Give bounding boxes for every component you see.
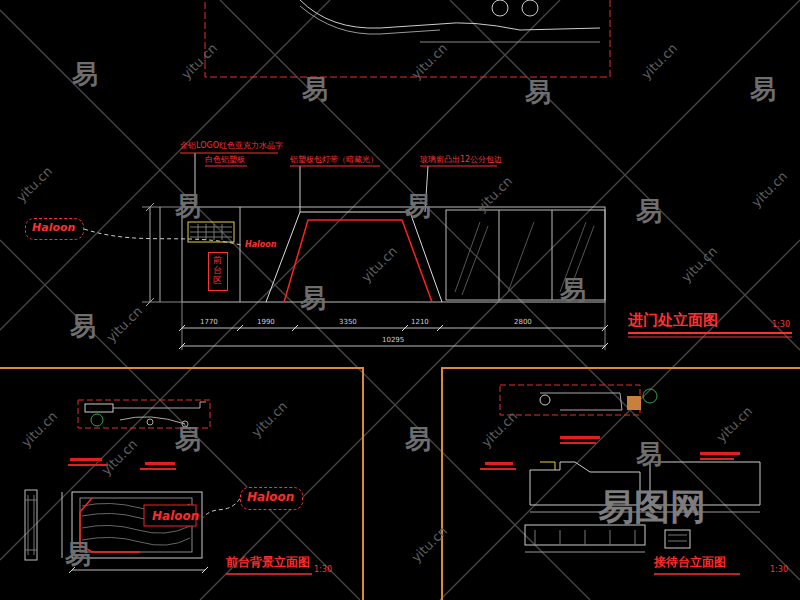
logo-callout: Haloon xyxy=(240,487,303,510)
watermark-char: 易 xyxy=(300,284,326,314)
watermark-url: yitu.cn xyxy=(359,244,401,286)
watermark-url: yitu.cn xyxy=(249,399,291,441)
dimension-text: 1990 xyxy=(257,318,275,326)
entrance-elevation xyxy=(142,153,792,350)
scale-text: 1:30 xyxy=(770,565,788,574)
dimension-text: 1770 xyxy=(200,318,218,326)
watermark-char: 易 xyxy=(636,440,662,470)
leader-curve xyxy=(84,229,243,246)
watermark-char: 易 xyxy=(750,75,776,105)
logo-callout: Haloon xyxy=(25,218,84,240)
reception-desk-elevation xyxy=(480,385,760,574)
annotation-text: 金铝LOGO红色亚克力水晶字 xyxy=(180,141,283,150)
dimension-text: 2800 xyxy=(514,318,532,326)
leader-curve xyxy=(203,499,240,518)
dimension-text: 1210 xyxy=(411,318,429,326)
annotation-text: 铝塑板包灯带（暗藏光） xyxy=(290,155,378,164)
watermark-char: 易 xyxy=(525,78,551,108)
watermark-url: yitu.cn xyxy=(99,437,141,479)
node-text: Haloon xyxy=(152,510,199,524)
reception-back-elevation xyxy=(25,400,312,574)
watermark-char: 易 xyxy=(405,425,431,455)
watermark-url: yitu.cn xyxy=(409,524,451,566)
watermark-url: yitu.cn xyxy=(19,409,61,451)
watermark-url: yitu.cn xyxy=(104,304,146,346)
scale-text: 1:30 xyxy=(772,320,790,329)
sign-box: 前台区 xyxy=(208,252,228,291)
view-panel: 前台背景立面图HaloonHaloon xyxy=(0,367,364,600)
watermark-url: yitu.cn xyxy=(749,169,791,211)
watermark-url: yitu.cn xyxy=(639,41,681,83)
watermark-char: 易 xyxy=(636,197,662,227)
node-text: Haloon xyxy=(247,491,294,505)
logo-sign: Haloon xyxy=(150,509,203,526)
watermark-char: 易 xyxy=(405,192,431,222)
dimension-text: 3350 xyxy=(339,318,357,326)
watermark-url: yitu.cn xyxy=(714,404,756,446)
watermark-char: 易 xyxy=(65,540,91,570)
watermark-url: yitu.cn xyxy=(14,164,56,206)
top-plan xyxy=(205,0,610,77)
watermark-char: 易 xyxy=(560,276,586,306)
node-text: Haloon xyxy=(32,222,75,235)
watermark-char: 易 xyxy=(70,312,96,342)
watermark-char: 易 xyxy=(302,75,328,105)
view-title: 接待台立面图 xyxy=(654,556,726,570)
view-title: 进门处立面图 xyxy=(628,312,718,329)
watermark-char: 易 xyxy=(175,192,201,222)
logo-sign: Haloon xyxy=(243,239,280,252)
watermark-char: 易 xyxy=(175,425,201,455)
node-text: Haloon xyxy=(245,240,277,249)
dimension-text: 10295 xyxy=(382,336,404,344)
scale-text: 1:30 xyxy=(314,565,332,574)
watermark-char: 易 xyxy=(72,60,98,90)
annotation-text: 白色铝塑板 xyxy=(205,155,245,164)
watermark-logo: 易图网 xyxy=(598,486,706,527)
view-title: 前台背景立面图 xyxy=(226,556,310,570)
view-panel: 接待台立面图 xyxy=(441,367,800,600)
annotation-text: 玻璃窗凸出12公分包边 xyxy=(420,155,502,164)
node-text: 前台区 xyxy=(213,256,222,286)
